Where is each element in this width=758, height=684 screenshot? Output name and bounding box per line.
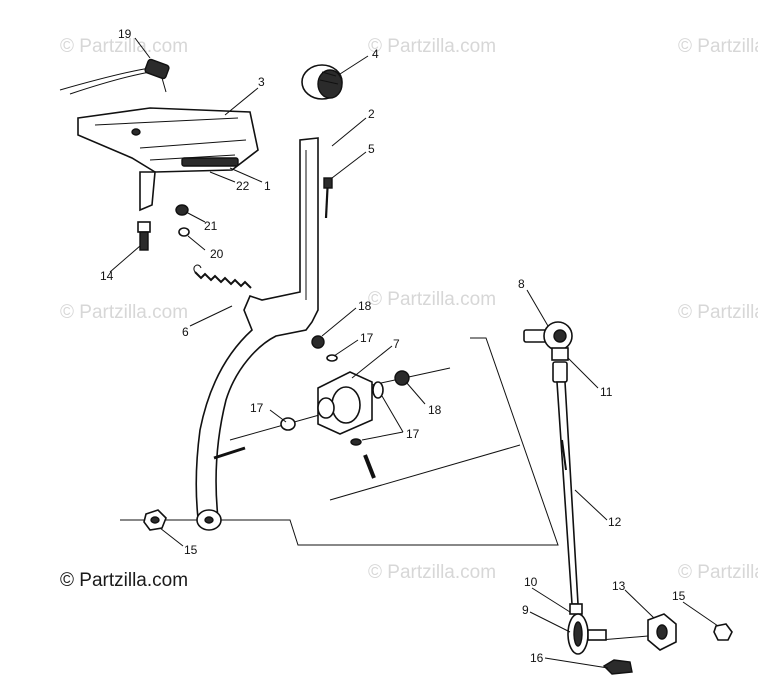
- assembly-line: [599, 635, 649, 641]
- callout-label: 18: [358, 299, 372, 313]
- spring: [193, 264, 252, 289]
- callout-label: 19: [118, 27, 132, 41]
- callout-labels: 19 3 4 2 5 22 1 21 20 14 6 18 17 7 17 18…: [100, 27, 686, 665]
- washer-nut: [175, 204, 190, 237]
- callout-label: 6: [182, 325, 189, 339]
- nut-right: [713, 623, 733, 641]
- callout-label: 2: [368, 107, 375, 121]
- callout-label: 8: [518, 277, 525, 291]
- pad-cap: [301, 64, 343, 100]
- callout-label: 4: [372, 47, 379, 61]
- callout-label: 1: [264, 179, 271, 193]
- ball-joint-top: [523, 321, 573, 361]
- lever-arm: [647, 613, 677, 651]
- tie-rod: [552, 361, 579, 605]
- callout-label: 12: [608, 515, 622, 529]
- cotter-clip: [602, 659, 633, 675]
- ball-joint-bottom: [567, 603, 607, 655]
- watermark: © Partzilla.com: [368, 289, 496, 310]
- pin: [323, 177, 333, 219]
- watermark: © Partzilla.com: [368, 562, 496, 583]
- assembly-line: [329, 444, 521, 501]
- callout-label: 20: [210, 247, 224, 261]
- callout-label: 18: [428, 403, 442, 417]
- watermark: © Partzilla.com: [678, 562, 758, 583]
- cable-switch: [59, 58, 170, 95]
- callout-label: 21: [204, 219, 218, 233]
- watermark: © Partzilla.com: [60, 302, 188, 323]
- watermark: © Partzilla.com: [60, 36, 188, 57]
- callout-label: 7: [393, 337, 400, 351]
- assembly-line: [120, 337, 559, 546]
- watermark: © Partzilla.com: [368, 36, 496, 57]
- callout-label: 13: [612, 579, 626, 593]
- callout-label: 22: [236, 179, 250, 193]
- callout-label: 14: [100, 269, 114, 283]
- callout-label: 10: [524, 575, 538, 589]
- watermark: © Partzilla.com: [678, 302, 758, 323]
- callout-label: 9: [522, 603, 529, 617]
- callout-label: 15: [672, 589, 686, 603]
- callout-label: 16: [530, 651, 544, 665]
- assembly-line: [229, 411, 331, 441]
- nut-left: [143, 509, 167, 531]
- watermark-layer: © Partzilla.com © Partzilla.com © Partzi…: [60, 36, 758, 583]
- callout-label: 15: [184, 543, 198, 557]
- callout-label: 17: [250, 401, 264, 415]
- watermark: © Partzilla.com: [678, 36, 758, 57]
- leader-lines: [109, 37, 719, 669]
- bolt: [137, 221, 151, 251]
- callout-label: 17: [406, 427, 420, 441]
- callout-label: 11: [600, 385, 613, 399]
- callout-label: 3: [258, 75, 265, 89]
- assembly-lines: [120, 337, 649, 641]
- callout-label: 17: [360, 331, 374, 345]
- throttle-bracket: [77, 107, 259, 212]
- callout-label: 5: [368, 142, 375, 156]
- copyright-watermark: © Partzilla.com: [60, 570, 188, 591]
- pedal-lever: [195, 137, 319, 531]
- studs: [213, 446, 376, 479]
- pivot-block: [317, 371, 373, 435]
